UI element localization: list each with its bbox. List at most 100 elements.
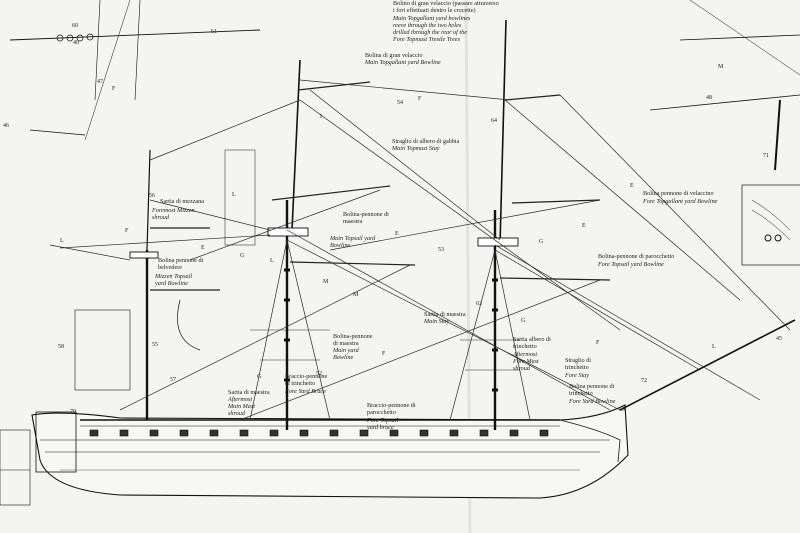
- svg-text:Bolina pennone di: Bolina pennone di: [158, 257, 204, 264]
- svg-text:G: G: [240, 253, 245, 259]
- detail-inset-left: [74, 149, 256, 391]
- callout-55: 55: [152, 342, 158, 348]
- svg-text:Sartia di maestra: Sartia di maestra: [424, 311, 466, 318]
- label-bolina-pennone-trinchetto: Bolina pennone di trinchetto Fore Yard B…: [568, 383, 616, 405]
- callout-45: 45: [776, 336, 782, 342]
- callout-54: 54: [397, 100, 403, 106]
- svg-text:Sartia albero di: Sartia albero di: [513, 336, 551, 343]
- svg-text:L: L: [712, 344, 716, 350]
- callout-72: 72: [641, 378, 647, 384]
- svg-text:yard Bowline: yard Bowline: [154, 280, 188, 287]
- svg-text:Mizzen Topsail: Mizzen Topsail: [154, 273, 192, 280]
- svg-text:L: L: [60, 238, 64, 244]
- svg-text:Straglio di: Straglio di: [565, 357, 591, 364]
- callout-59: 59: [619, 407, 625, 413]
- svg-text:Main Topmast Stay: Main Topmast Stay: [391, 145, 440, 152]
- svg-text:Fore Topmast Trestle Trees: Fore Topmast Trestle Trees: [392, 36, 461, 43]
- label-bolina-gran-velaccio: Bolina di gran velaccio Main Topgallant …: [364, 52, 441, 66]
- callout-57: 57: [170, 377, 176, 383]
- callout-64: 64: [491, 118, 497, 124]
- detail-inset-topright: [649, 0, 800, 266]
- svg-text:shroud: shroud: [228, 410, 246, 417]
- svg-text:Bolina-pennone di: Bolina-pennone di: [343, 211, 389, 218]
- callout-52: 52: [316, 371, 322, 377]
- svg-text:Fore Mast: Fore Mast: [512, 358, 539, 365]
- svg-text:Main Topsail yard: Main Topsail yard: [329, 235, 376, 242]
- callout-61: 61: [211, 29, 217, 35]
- svg-text:Main Topgallant yard Bowline: Main Topgallant yard Bowline: [364, 59, 441, 66]
- svg-text:Bowline: Bowline: [330, 242, 351, 249]
- deck-guns: [89, 429, 549, 437]
- callout-46: 46: [3, 123, 9, 129]
- svg-text:G: G: [257, 374, 262, 380]
- callout-53: 53: [438, 247, 444, 253]
- svg-text:M: M: [718, 64, 724, 70]
- svg-text:Main Mast: Main Mast: [227, 403, 255, 410]
- callout-56: 56: [149, 193, 155, 199]
- svg-text:L: L: [232, 192, 236, 198]
- svg-text:Fore Topgallant yard Bowline: Fore Topgallant yard Bowline: [642, 198, 718, 205]
- svg-text:Aftermost: Aftermost: [512, 351, 537, 358]
- callout-47: 47: [97, 79, 103, 85]
- svg-text:F: F: [112, 86, 116, 92]
- svg-text:E: E: [395, 231, 399, 237]
- svg-text:Bolina-pennone: Bolina-pennone: [333, 333, 373, 340]
- svg-text:Bolina di gran velaccio: Bolina di gran velaccio: [365, 52, 423, 59]
- svg-text:di trinchetto: di trinchetto: [285, 380, 315, 387]
- svg-text:F: F: [596, 340, 600, 346]
- svg-text:I: I: [320, 114, 322, 120]
- svg-text:Fore Topsail: Fore Topsail: [366, 417, 399, 424]
- svg-text:E: E: [630, 183, 634, 189]
- svg-text:Main yard: Main yard: [332, 347, 360, 354]
- label-bolina-velaccino: Bolina pennone di velaccino Fore Topgall…: [642, 190, 718, 205]
- callout-40: 40: [73, 40, 79, 46]
- svg-text:G: G: [521, 318, 526, 324]
- label-bolina-pennone-maestra: Bolina-pennone di maestra Main yard Bowl…: [332, 333, 373, 361]
- svg-text:maestra: maestra: [343, 218, 362, 225]
- callout-60: 60: [72, 23, 78, 29]
- svg-text:i fori effettuati dentro le cr: i fori effettuati dentro le crocette): [393, 7, 476, 14]
- svg-text:F: F: [125, 228, 129, 234]
- svg-text:M: M: [323, 279, 329, 285]
- svg-text:shroud: shroud: [513, 365, 531, 372]
- svg-text:Bolino di gran velaccio (passa: Bolino di gran velaccio (passare attrave…: [393, 0, 499, 7]
- label-sartia-albero-trinchetto: Sartia albero di trinchetto Aftermost Fo…: [512, 336, 551, 372]
- label-straglio-trinchetto: Straglio di trinchetto Fore Stay: [564, 357, 591, 379]
- svg-text:trinchetto: trinchetto: [513, 343, 537, 350]
- detail-inset-bottomleft: [0, 429, 31, 506]
- callout-letters: F F F F F E E E E G G G G L L L L M M M …: [60, 64, 724, 380]
- svg-text:Bowline: Bowline: [333, 354, 354, 361]
- svg-text:Fore Topsail yard Bowline: Fore Topsail yard Bowline: [597, 261, 664, 268]
- svg-text:drilled through the rear of th: drilled through the rear of the: [393, 29, 467, 36]
- detail-inset-topleft: [9, 0, 261, 141]
- svg-text:di maestra: di maestra: [333, 340, 359, 347]
- callout-48: 48: [706, 95, 712, 101]
- hull: [31, 404, 629, 499]
- svg-text:Foremost Mizzen: Foremost Mizzen: [151, 207, 195, 214]
- svg-text:Main Stay: Main Stay: [423, 318, 450, 325]
- svg-text:Sartia di mezzana: Sartia di mezzana: [160, 198, 204, 205]
- svg-text:reeve through the two holes: reeve through the two holes: [393, 22, 462, 29]
- label-sartia-maestra-stay: Sartia di maestra Main Stay: [423, 311, 466, 325]
- svg-text:shroud: shroud: [152, 214, 170, 221]
- label-straglio-gabbia: Straglio di albero di gabbia Main Topmas…: [391, 138, 460, 152]
- svg-text:Main Topgallant yard bowlines: Main Topgallant yard bowlines: [392, 15, 471, 22]
- svg-text:Sartia di maestra: Sartia di maestra: [228, 389, 270, 396]
- svg-text:E: E: [201, 245, 205, 251]
- rigging-lines: [49, 79, 791, 421]
- svg-text:Bolina pennone di velaccino: Bolina pennone di velaccino: [643, 190, 714, 197]
- label-bolina-parocchetto: Bolina-pennone di parocchetto Fore Topsa…: [597, 253, 674, 268]
- svg-text:belvedere: belvedere: [158, 264, 182, 271]
- callout-70: 70: [70, 409, 76, 415]
- svg-text:Straglio di albero di gabbia: Straglio di albero di gabbia: [392, 138, 460, 145]
- svg-text:E: E: [582, 223, 586, 229]
- svg-text:yard brace: yard brace: [366, 424, 394, 431]
- callout-71: 71: [763, 153, 769, 159]
- svg-text:F: F: [382, 351, 386, 357]
- callout-numbers: 60 40 61 47 46 54 64 56 53 55 58 57 52 6…: [3, 23, 782, 415]
- svg-text:Aftermost: Aftermost: [227, 396, 252, 403]
- svg-text:Fore Stay: Fore Stay: [564, 372, 589, 379]
- shroud-ratlines: [250, 329, 520, 371]
